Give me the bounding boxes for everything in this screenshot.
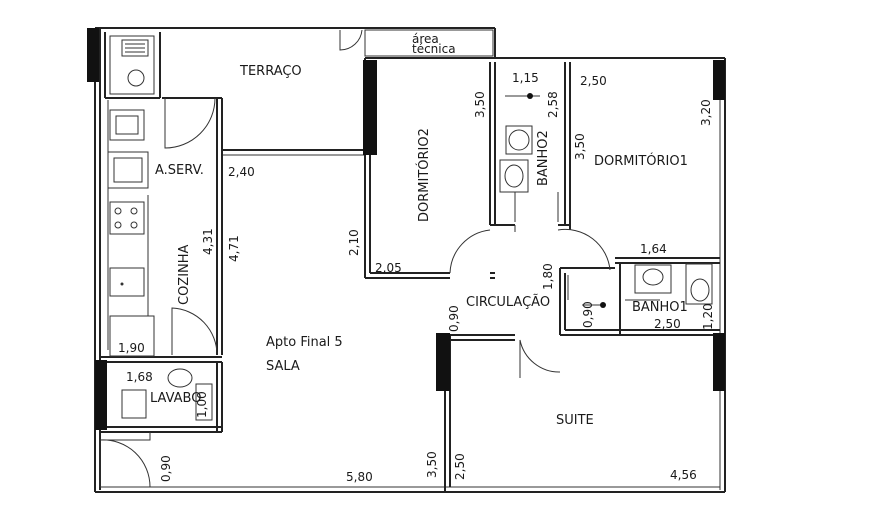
dim-label: 2,50 [580, 74, 607, 88]
dim-label: 0,90 [581, 301, 595, 328]
doors [99, 29, 611, 488]
dim-label: 3,50 [425, 451, 439, 478]
lavabo-sink-icon [121, 389, 147, 419]
dim-label: 3,50 [473, 91, 487, 118]
fixtures [107, 35, 713, 421]
dim-label: 1,68 [126, 370, 153, 384]
dim-label: 1,64 [640, 242, 667, 256]
room-label-circulacao: CIRCULAÇÃO [466, 294, 550, 310]
dim-label: 2,50 [453, 453, 467, 480]
lavabo-toilet-icon [167, 368, 193, 388]
dim-label: 1,80 [541, 263, 555, 290]
room-label-suite: SUITE [556, 413, 594, 428]
dim-label: 2,05 [375, 261, 402, 275]
columns [87, 28, 725, 430]
room-label-terraco: TERRAÇO [239, 64, 302, 79]
walls [94, 27, 726, 493]
stove-icon [109, 201, 145, 235]
dim-label: 1,20 [701, 303, 715, 330]
room-labels: TERRAÇO área técnica A.SERV. COZINHA DOR… [150, 32, 688, 428]
room-label-dormitorio2: DORMITÓRIO2 [416, 128, 432, 222]
dim-label: 3,50 [573, 133, 587, 160]
dim-label: 5,80 [346, 470, 373, 484]
dim-label: 0,90 [447, 305, 461, 332]
dim-label: 4,31 [201, 228, 215, 255]
dim-label: 1,00 [195, 391, 209, 418]
dim-label: 1,90 [118, 341, 145, 355]
dim-label: 4,71 [227, 235, 241, 262]
room-label-area-tecnica-2: técnica [412, 42, 456, 56]
room-label-area-tecnica-1: área [412, 32, 439, 46]
dim-label: 3,20 [699, 99, 713, 126]
dim-label: 0,90 [159, 455, 173, 482]
room-label-a-serv: A.SERV. [155, 163, 204, 178]
dim-label: 1,15 [512, 71, 539, 85]
room-label-lavabo: LAVABO [150, 391, 201, 406]
dim-label: 2,10 [347, 229, 361, 256]
room-label-banho2: BANHO2 [536, 130, 551, 186]
dim-label: 2,50 [654, 317, 681, 331]
room-label-banho1: BANHO1 [632, 300, 688, 315]
room-label-dormitorio1: DORMITÓRIO1 [594, 153, 688, 169]
room-label-cozinha: COZINHA [177, 244, 192, 305]
plan-title: Apto Final 5 [266, 335, 343, 350]
dimension-labels: 1,15 2,50 3,50 2,58 3,20 3,50 2,40 4,31 … [118, 71, 715, 484]
room-label-sala: SALA [266, 359, 300, 374]
kitchen-sink-icon [109, 267, 145, 297]
dim-label: 2,40 [228, 165, 255, 179]
dim-label: 4,56 [670, 468, 697, 482]
dim-label: 2,58 [546, 91, 560, 118]
